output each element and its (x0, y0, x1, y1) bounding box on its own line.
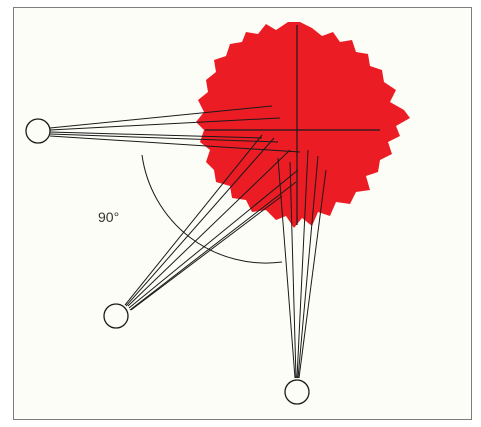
angle-label: 90° (98, 209, 119, 225)
origin-point-bottom (285, 380, 309, 404)
origin-point-lower-left (104, 304, 128, 328)
blood-stain (196, 22, 410, 228)
origin-point-left (26, 119, 50, 143)
